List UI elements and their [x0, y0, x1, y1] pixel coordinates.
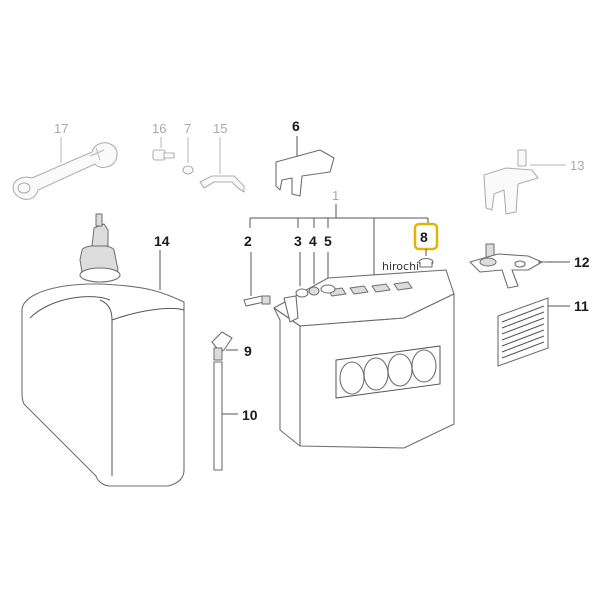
callout-14: 14: [154, 233, 170, 249]
callout-7: 7: [184, 121, 191, 136]
callout-12: 12: [574, 254, 590, 270]
part-9-elbow-fitting: [211, 331, 233, 361]
part-12-terminal: [469, 243, 552, 289]
callout-2: 2: [244, 233, 252, 249]
callout-8-highlight[interactable]: 8: [413, 222, 439, 251]
part-8-vent-plug: [418, 257, 434, 268]
part-13-terminal-clamp: [483, 149, 539, 215]
part-2-bolt: [243, 295, 271, 307]
callout-9: 9: [244, 343, 252, 359]
part-16-bolt: [152, 149, 175, 161]
part-11-vent-grille: [497, 297, 549, 367]
battery: [273, 269, 455, 449]
callout-5: 5: [324, 233, 332, 249]
part-10-vent-tube: [213, 361, 223, 471]
callout-4: 4: [309, 233, 317, 249]
part-17-wrench: [12, 142, 118, 200]
callout-6: 6: [292, 118, 300, 134]
watermark: hirochi: [382, 260, 419, 273]
callout-13: 13: [570, 158, 584, 173]
parts-3-4-5-hardware: [295, 284, 336, 298]
part-15-bracket: [199, 175, 245, 193]
part-14-electrolyte-can: [21, 213, 185, 487]
part-6-bracket: [275, 149, 335, 197]
part-7-washer: [182, 165, 194, 175]
callout-8: 8: [420, 229, 428, 245]
callout-10: 10: [242, 407, 258, 423]
callout-3: 3: [294, 233, 302, 249]
callout-16: 16: [152, 121, 166, 136]
callout-15: 15: [213, 121, 227, 136]
callout-17: 17: [54, 121, 68, 136]
callout-11: 11: [574, 298, 589, 314]
callout-1: 1: [332, 188, 339, 203]
